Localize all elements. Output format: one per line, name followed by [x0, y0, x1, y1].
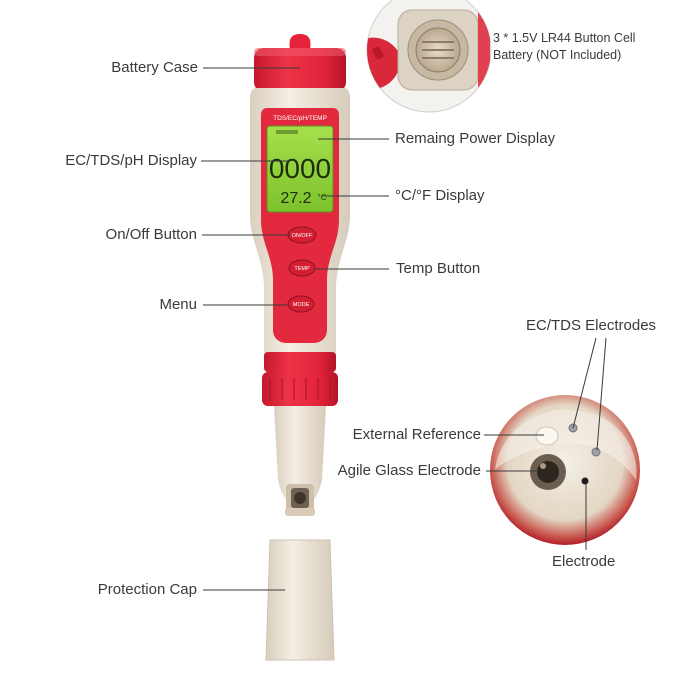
lcd-display — [266, 125, 334, 213]
leader-lines — [201, 67, 607, 591]
lcd-temp-reading: 27.2 — [280, 190, 311, 207]
label-temp-unit-display: °C/°F Display — [395, 187, 485, 204]
mode-button-text: MODE — [293, 302, 310, 308]
label-external-reference: External Reference — [352, 426, 481, 443]
label-protection-cap: Protection Cap — [97, 581, 197, 598]
meter-body: TDS/EC/pH/TEMP 0000 27.2 °C ON/OFF TEMP … — [250, 34, 350, 516]
label-remaining-power: Remaing Power Display — [395, 130, 556, 147]
label-battery-case: Battery Case — [111, 59, 198, 76]
electrode-closeup — [490, 395, 640, 545]
temp-button-text: TEMP — [294, 266, 310, 272]
label-temp-button: Temp Button — [396, 260, 481, 277]
battery-note-line1: 3 * 1.5V LR44 Button Cell — [493, 31, 636, 45]
mode-button[interactable] — [287, 295, 315, 313]
onoff-button-text: ON/OFF — [292, 233, 313, 239]
battery-note-line2: Battery (NOT Included) — [493, 48, 622, 62]
lcd-temp-unit: °C — [318, 193, 327, 202]
lcd-main-reading: 0000 — [269, 153, 331, 184]
label-agile-glass-electrode: Agile Glass Electrode — [337, 462, 481, 479]
label-onoff-button: On/Off Button — [105, 226, 197, 243]
label-electrode: Electrode — [552, 553, 616, 570]
device-header-text: TDS/EC/pH/TEMP — [273, 115, 327, 122]
leader-electrodes-a — [572, 337, 597, 429]
leader-electrodes-b — [596, 337, 607, 451]
protection-cap — [265, 539, 335, 661]
battery-inset — [366, 0, 492, 113]
label-menu: Menu — [159, 296, 197, 313]
label-display: EC/TDS/pH Display — [65, 152, 197, 169]
temp-button[interactable] — [288, 259, 316, 277]
label-ec-tds-electrodes: EC/TDS Electrodes — [526, 317, 657, 334]
